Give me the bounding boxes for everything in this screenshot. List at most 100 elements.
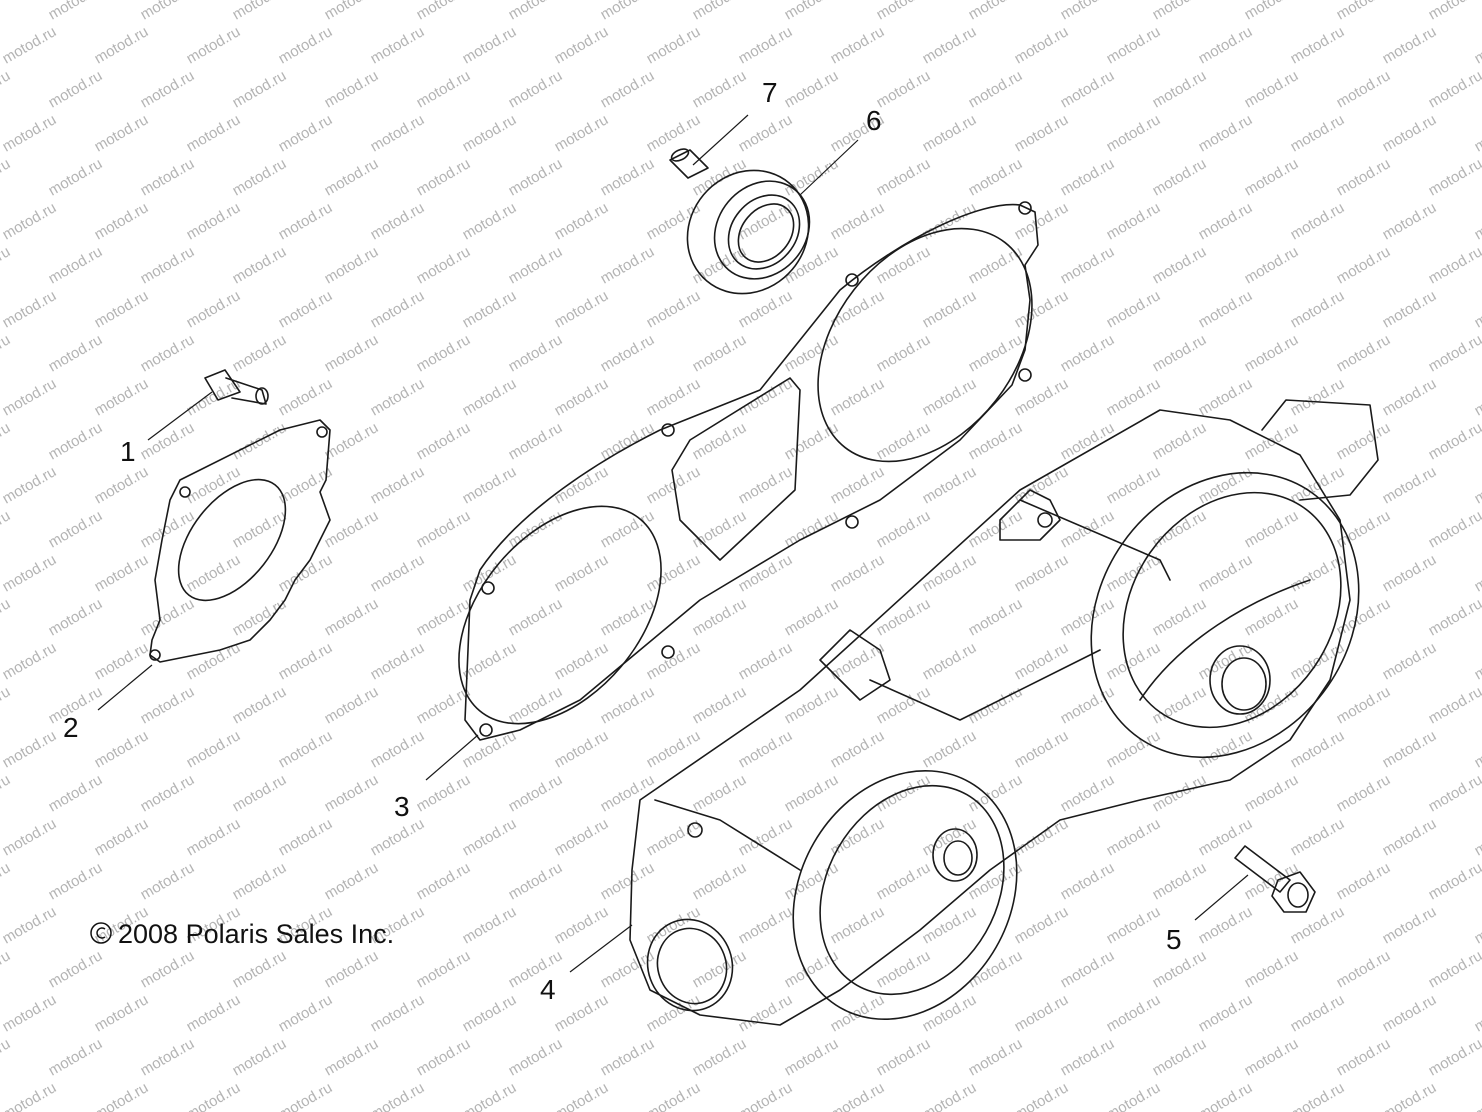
watermark-text: motod.ru — [506, 155, 566, 199]
watermark-text: motod.ru — [0, 243, 13, 287]
watermark-text: motod.ru — [552, 463, 612, 507]
watermark-text: motod.ru — [966, 0, 1026, 23]
watermark-text: motod.ru — [1150, 595, 1210, 639]
watermark-text: motod.ru — [1472, 199, 1482, 243]
watermark-text: motod.ru — [644, 111, 704, 155]
watermark-text: motod.ru — [46, 0, 106, 23]
watermark-text: motod.ru — [1012, 639, 1072, 683]
copyright-text: 2008 Polaris Sales Inc. — [118, 919, 394, 949]
watermark-text: motod.ru — [0, 903, 59, 947]
watermark-text: motod.ru — [552, 23, 612, 67]
callout-1: 1 — [120, 436, 136, 467]
watermark-text: motod.ru — [230, 243, 290, 287]
watermark-text: motod.ru — [1288, 1079, 1348, 1112]
watermark-text: motod.ru — [1288, 287, 1348, 331]
watermark-text: motod.ru — [1380, 903, 1440, 947]
watermark-text: motod.ru — [506, 859, 566, 903]
watermark-text: motod.ru — [460, 1079, 520, 1112]
watermark-text: motod.ru — [1426, 0, 1482, 23]
watermark-text: motod.ru — [966, 67, 1026, 111]
watermark-text: motod.ru — [138, 595, 198, 639]
watermark-text: motod.ru — [46, 243, 106, 287]
watermark-text: motod.ru — [874, 0, 934, 23]
watermark-text: motod.ru — [138, 243, 198, 287]
watermark-text: motod.ru — [92, 287, 152, 331]
watermark-text: motod.ru — [1472, 1079, 1482, 1112]
watermark-text: motod.ru — [1012, 23, 1072, 67]
watermark-text: motod.ru — [552, 991, 612, 1035]
watermark-text: motod.ru — [230, 419, 290, 463]
watermark-text: motod.ru — [276, 1079, 336, 1112]
watermark-text: motod.ru — [414, 859, 474, 903]
watermark-text: motod.ru — [1288, 375, 1348, 419]
watermark-text: motod.ru — [276, 287, 336, 331]
watermark-text: motod.ru — [276, 551, 336, 595]
watermark-text: motod.ru — [1150, 331, 1210, 375]
copyright-icon — [90, 922, 112, 944]
watermark-text: motod.ru — [1380, 815, 1440, 859]
watermark-text: motod.ru — [1104, 287, 1164, 331]
watermark-text: motod.ru — [1242, 595, 1302, 639]
watermark-text: motod.ru — [920, 639, 980, 683]
watermark-text: motod.ru — [1150, 419, 1210, 463]
watermark-text: motod.ru — [690, 771, 750, 815]
watermark-text: motod.ru — [966, 1035, 1026, 1079]
watermark-text: motod.ru — [1058, 243, 1118, 287]
copyright-c-mark — [96, 927, 106, 939]
watermark-text: motod.ru — [690, 331, 750, 375]
watermark-text: motod.ru — [1288, 199, 1348, 243]
watermark-text: motod.ru — [1196, 903, 1256, 947]
watermark-text: motod.ru — [230, 947, 290, 991]
copyright-notice: © 2008 Polaris Sales Inc. — [90, 919, 394, 949]
watermark-text: motod.ru — [1426, 859, 1482, 903]
watermark-text: motod.ru — [0, 111, 59, 155]
watermark-text: motod.ru — [1150, 771, 1210, 815]
watermark-text: motod.ru — [1012, 111, 1072, 155]
watermark-text: motod.ru — [1472, 375, 1482, 419]
watermark-text: motod.ru — [1012, 1079, 1072, 1112]
watermark-text: motod.ru — [368, 639, 428, 683]
gasket-icon — [458, 201, 1039, 741]
watermark-text: motod.ru — [552, 375, 612, 419]
watermark-text: motod.ru — [46, 771, 106, 815]
watermark-text: motod.ru — [414, 67, 474, 111]
watermark-text: motod.ru — [0, 551, 59, 595]
watermark-text: motod.ru — [368, 1079, 428, 1112]
watermark-text: motod.ru — [966, 771, 1026, 815]
watermark-text: motod.ru — [1472, 815, 1482, 859]
watermark-text: motod.ru — [1426, 683, 1482, 727]
watermark-text: motod.ru — [414, 331, 474, 375]
watermark-text: motod.ru — [966, 947, 1026, 991]
watermark-text: motod.ru — [1288, 991, 1348, 1035]
watermark-text: motod.ru — [92, 727, 152, 771]
watermark-text: motod.ru — [874, 507, 934, 551]
watermark-text: motod.ru — [0, 727, 59, 771]
watermark-text: motod.ru — [598, 771, 658, 815]
watermark-text: motod.ru — [1012, 727, 1072, 771]
watermark-text: motod.ru — [1380, 375, 1440, 419]
watermark-text: motod.ru — [506, 595, 566, 639]
watermark-text: motod.ru — [874, 67, 934, 111]
watermark-text: motod.ru — [1426, 419, 1482, 463]
watermark-text: motod.ru — [552, 551, 612, 595]
watermark-text: motod.ru — [1242, 507, 1302, 551]
watermark-text: motod.ru — [368, 551, 428, 595]
watermark-text: motod.ru — [46, 947, 106, 991]
watermark-text: motod.ru — [1380, 111, 1440, 155]
watermark-text: motod.ru — [322, 0, 382, 23]
watermark-text: motod.ru — [920, 287, 980, 331]
watermark-text: motod.ru — [920, 111, 980, 155]
watermark-text: motod.ru — [644, 1079, 704, 1112]
watermark-text: motod.ru — [736, 639, 796, 683]
watermark-text: motod.ru — [1380, 1079, 1440, 1112]
watermark-text: motod.ru — [1012, 551, 1072, 595]
watermark-text: motod.ru — [322, 67, 382, 111]
watermark-text: motod.ru — [460, 199, 520, 243]
watermark-text: motod.ru — [0, 287, 59, 331]
watermark-text: motod.ru — [92, 375, 152, 419]
watermark-text: motod.ru — [184, 815, 244, 859]
watermark-text: motod.ru — [552, 903, 612, 947]
watermark-text: motod.ru — [1380, 23, 1440, 67]
watermark-text: motod.ru — [46, 595, 106, 639]
